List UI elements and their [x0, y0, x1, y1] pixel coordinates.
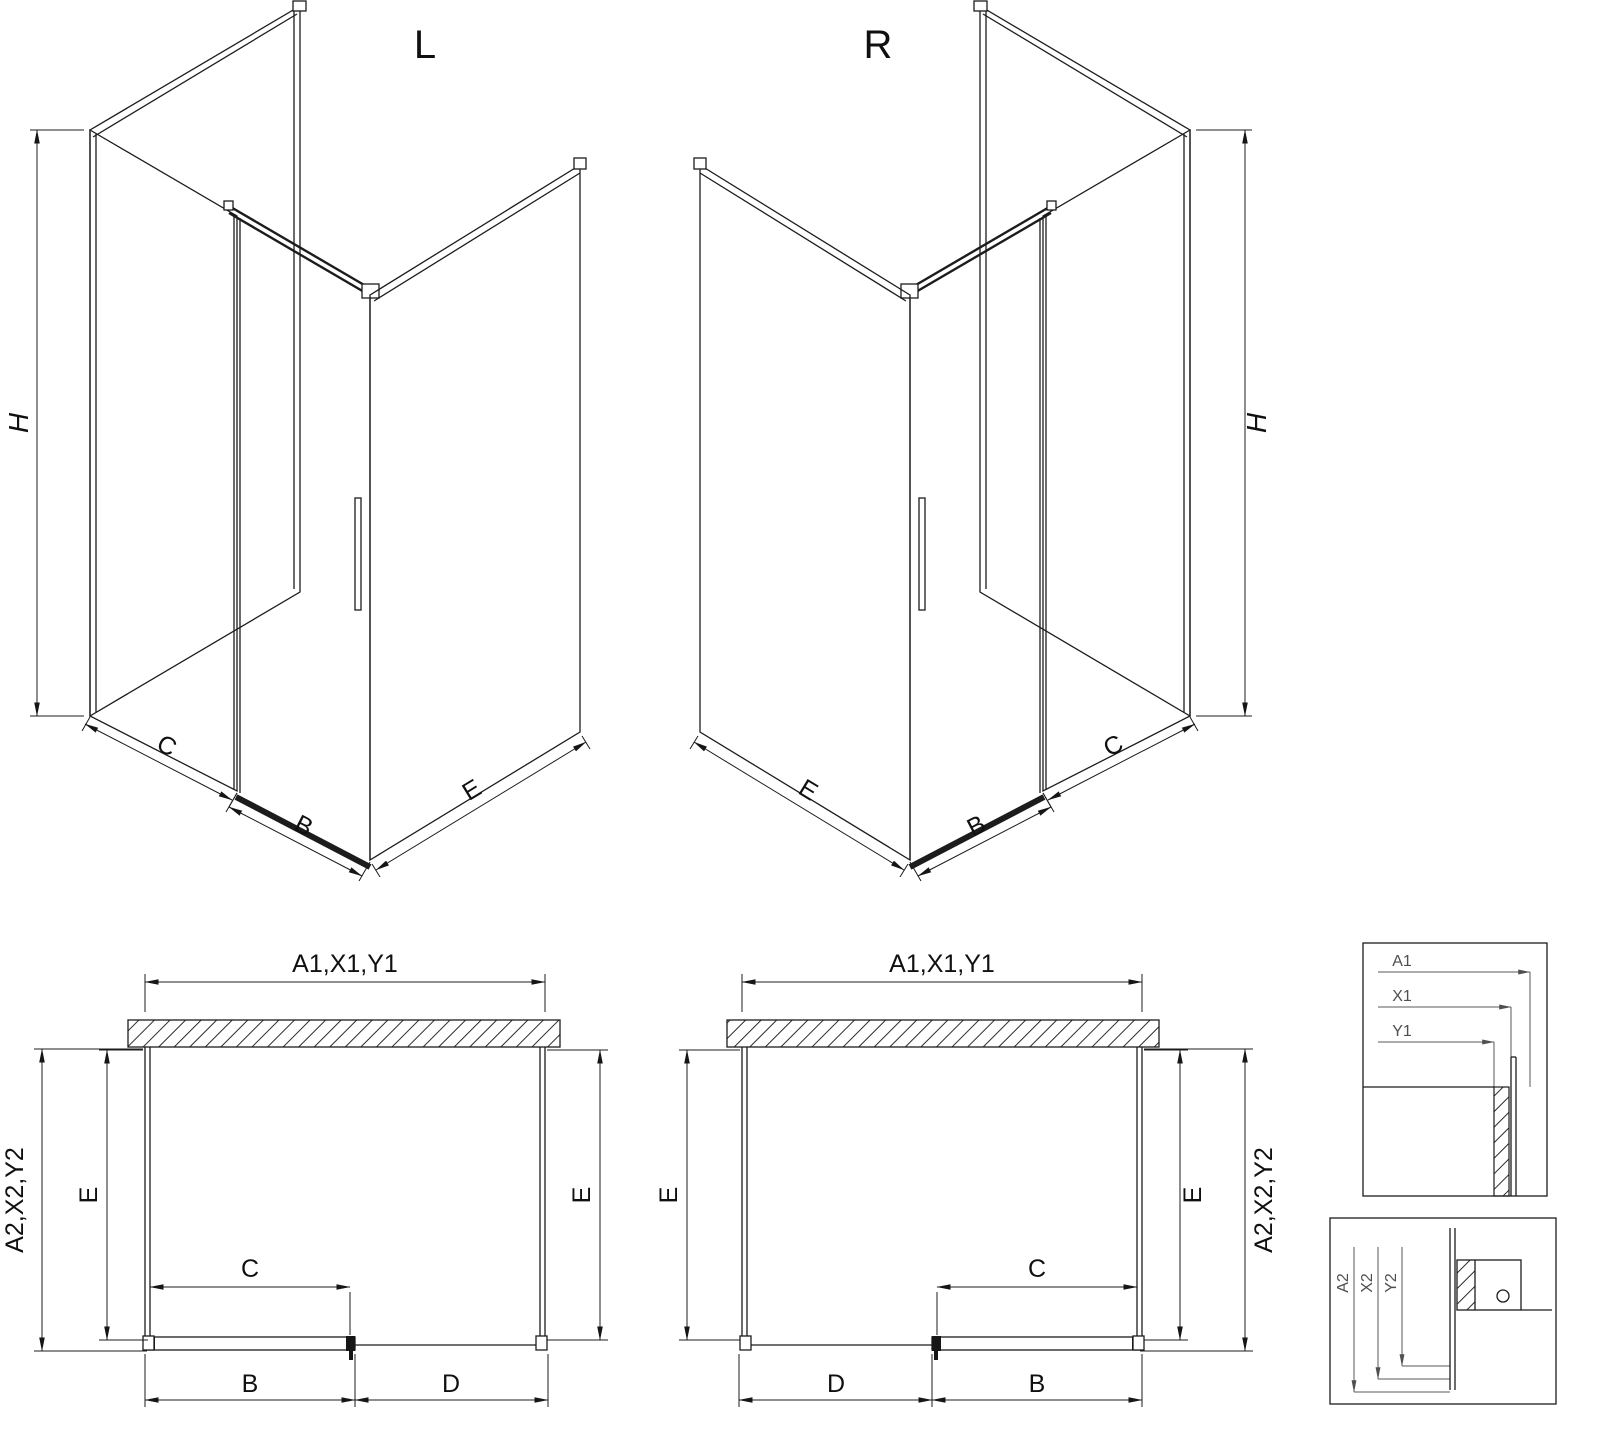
- dim-label-d: D: [827, 1370, 845, 1398]
- door-assembly: [739, 1335, 1145, 1360]
- dim-label-a2x2y2: A2,X2,Y2: [1250, 1147, 1278, 1253]
- dim-label-b: B: [1029, 1370, 1046, 1398]
- dim-label-c: C: [1028, 1255, 1046, 1283]
- dim-d: D: [354, 1354, 549, 1407]
- dim-e-left: E: [75, 1049, 148, 1341]
- dim-c: C: [936, 1255, 1138, 1335]
- dim-label-x2: X2: [1359, 1273, 1376, 1293]
- door-end-profile: [932, 1336, 941, 1351]
- plan-view-center: A1,X1,Y1 C B: [655, 950, 1278, 1407]
- dim-label-e: E: [568, 1187, 596, 1204]
- wall-bracket: [142, 1335, 155, 1351]
- front-fixed-panel: [89, 128, 238, 793]
- roller: [1496, 1289, 1510, 1303]
- dim-label-y2: Y2: [1383, 1273, 1400, 1293]
- dim-label-x1: X1: [1392, 988, 1412, 1005]
- corner-bracket: [535, 1335, 548, 1351]
- dim-c: C: [149, 1255, 351, 1335]
- dim-b: B: [144, 1354, 356, 1407]
- left-side-panel: [693, 157, 911, 862]
- dim-label-y1: Y1: [1392, 1023, 1412, 1040]
- dim-label-e: E: [1179, 1187, 1207, 1204]
- dim-label-a1: A1: [1392, 953, 1412, 970]
- sliding-door: [223, 200, 380, 870]
- left-side-panel: [89, 0, 307, 718]
- dim-a1: A1,X1,Y1: [144, 950, 546, 1012]
- dim-label-a1x1y1: A1,X1,Y1: [889, 950, 995, 978]
- dim-label-d: D: [442, 1370, 460, 1398]
- dim-c-right: C: [1042, 716, 1199, 808]
- dim-label-a2: A2: [1335, 1273, 1352, 1293]
- wall-section: [726, 1019, 1160, 1048]
- side-glass-panels: [741, 1047, 1143, 1346]
- plan-view-left: A1,X1,Y1 C: [1, 950, 608, 1407]
- iso-view-left: L: [3, 0, 591, 882]
- side-glass-panels: [144, 1047, 546, 1346]
- dim-label-a1x1y1: A1,X1,Y1: [292, 950, 398, 978]
- panel-top-bracket: [693, 157, 707, 170]
- dim-label-e: E: [794, 774, 823, 807]
- profile-hatch: [1456, 1259, 1476, 1311]
- dim-label-c: C: [241, 1255, 259, 1283]
- panel-top-bracket: [973, 0, 988, 12]
- dim-label-b: B: [242, 1370, 259, 1398]
- top-rail: [908, 204, 1052, 291]
- dim-b: B: [931, 1354, 1143, 1407]
- view-title-right: R: [864, 23, 893, 67]
- dim-a2: A2,X2,Y2: [1, 1048, 147, 1352]
- door-track: [931, 1336, 1141, 1351]
- front-fixed-panel: [1042, 128, 1191, 793]
- detail-frame: [1362, 942, 1548, 1197]
- dim-a1: A1,X1,Y1: [741, 950, 1143, 1012]
- door-handle: [354, 497, 362, 611]
- dim-h-right: H: [1196, 129, 1272, 717]
- right-side-panel: [369, 157, 587, 862]
- dim-a2: A2,X2,Y2: [1140, 1048, 1278, 1352]
- view-title-left: L: [414, 23, 436, 67]
- dim-e-left: E: [655, 1049, 740, 1341]
- dim-label-e: E: [655, 1187, 683, 1204]
- dim-c-left: C: [81, 716, 238, 808]
- dim-e-right: E: [689, 735, 909, 878]
- dim-label-h: H: [1241, 412, 1272, 433]
- dim-h-left: H: [3, 129, 84, 717]
- rail-bracket: [1046, 200, 1057, 211]
- door-handle: [349, 1351, 353, 1360]
- sliding-door: [900, 200, 1057, 870]
- dim-e-right: E: [1144, 1049, 1207, 1341]
- dim-label-h: H: [3, 412, 34, 433]
- dim-e-right: E: [547, 1049, 608, 1341]
- detail-section-top: A1 X1 Y1: [1362, 942, 1548, 1197]
- corner-bracket: [739, 1335, 752, 1351]
- dim-e-left: E: [371, 735, 591, 878]
- dim-label-c: C: [152, 729, 181, 762]
- door-handle: [934, 1351, 938, 1360]
- dim-label-e: E: [457, 774, 486, 807]
- wall-hatch: [1493, 1086, 1510, 1197]
- dim-label-a2x2y2: A2,X2,Y2: [1, 1147, 29, 1253]
- detail-section-bottom: A2 X2 Y2: [1329, 1217, 1557, 1405]
- rail-bracket: [223, 200, 234, 211]
- dim-label-c: C: [1099, 729, 1128, 762]
- door-assembly: [142, 1335, 548, 1360]
- right-side-panel: [973, 0, 1191, 718]
- door-track: [146, 1336, 356, 1351]
- panel-top-bracket: [573, 157, 587, 170]
- wall-section: [127, 1019, 561, 1048]
- panel-top-bracket: [292, 0, 307, 12]
- door-end-profile: [346, 1336, 355, 1351]
- detail-frame: [1329, 1217, 1557, 1405]
- dim-label-e: E: [75, 1187, 103, 1204]
- iso-view-right: R: [689, 0, 1272, 882]
- door-handle: [918, 497, 926, 611]
- top-rail: [228, 204, 372, 291]
- dim-d: D: [738, 1354, 933, 1407]
- wall-bracket: [1132, 1335, 1145, 1351]
